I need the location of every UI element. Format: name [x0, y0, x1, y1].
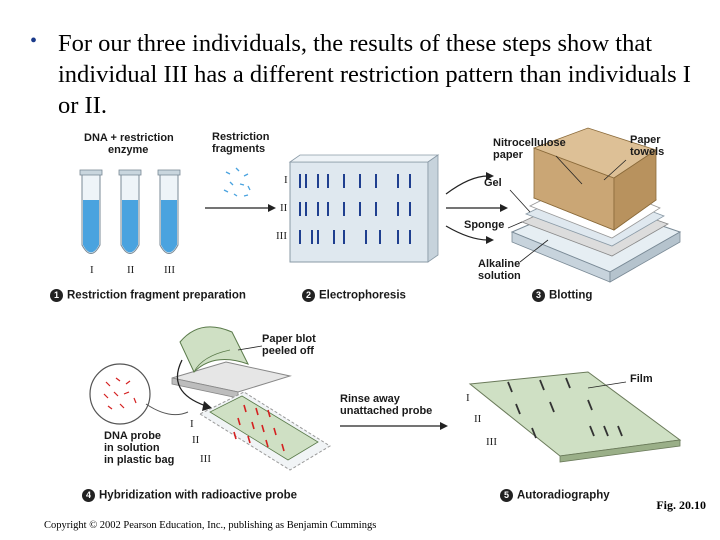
label-alkaline-solution: Alkaline solution: [478, 258, 521, 282]
label-towels-line2: towels: [630, 146, 665, 158]
arrow-4-to-5: [340, 422, 448, 430]
peeled-leader: [237, 345, 263, 351]
dna-probe-circle: [89, 363, 189, 425]
arrow-peel-to-bag: [176, 359, 212, 411]
tube-i: [79, 169, 103, 254]
label-sponge: Sponge: [464, 219, 505, 231]
label-rinse-line1: Rinse away: [340, 393, 400, 405]
step-4-number: 4: [82, 489, 95, 502]
label-rinse-away: Rinse away unattached probe: [340, 393, 432, 417]
blotting-leader-lines: [507, 155, 627, 263]
bullet-symbol: •: [30, 30, 38, 52]
arrow-1-to-2: [205, 204, 276, 212]
electrophoresis-gel: [288, 154, 440, 263]
step-5-number: 5: [500, 489, 513, 502]
tube-label-i: I: [90, 264, 94, 276]
bag-label-iii: III: [200, 453, 211, 465]
step-2-caption: 2 Electrophoresis: [302, 289, 406, 302]
restriction-fragments-icon: [223, 167, 251, 197]
label-restriction-fragments: Restriction fragments: [212, 131, 269, 155]
copyright-notice: Copyright © 2002 Pearson Education, Inc.…: [44, 520, 377, 531]
label-towels-line1: Paper: [630, 134, 661, 146]
label-film: Film: [630, 373, 653, 385]
film-label-ii: II: [474, 413, 482, 425]
label-nitro-line1: Nitrocellulose: [493, 137, 566, 149]
figure-reference: Fig. 20.10: [656, 498, 706, 512]
film: [468, 371, 682, 463]
label-peeled-line2: peeled off: [262, 345, 314, 357]
step-3-caption: 3 Blotting: [532, 289, 592, 302]
label-probe-line3: in plastic bag: [104, 454, 175, 466]
label-alkaline-line1: Alkaline: [478, 258, 521, 270]
label-paper-blot: Paper blot peeled off: [262, 333, 316, 357]
bag-label-ii: II: [192, 434, 200, 446]
label-gel: Gel: [484, 177, 502, 189]
gel-lane-label-ii: II: [280, 202, 288, 214]
film-bands: [507, 377, 623, 439]
step-1-label: Restriction fragment preparation: [67, 289, 246, 302]
gel-bands: [299, 174, 411, 244]
gel-lane-label-i: I: [284, 174, 288, 186]
label-alkaline-line2: solution: [478, 270, 521, 282]
probe-bands: [233, 404, 285, 452]
gel-lane-label-iii: III: [276, 230, 287, 242]
step-1-number: 1: [50, 289, 63, 302]
bullet-text: For our three individuals, the results o…: [58, 30, 691, 119]
arrows-2-to-3: [445, 172, 508, 244]
plastic-bag: [198, 391, 331, 471]
step-5-caption: 5 Autoradiography: [500, 489, 610, 502]
label-probe-line1: DNA probe: [104, 430, 162, 442]
label-peeled-line1: Paper blot: [262, 333, 316, 345]
film-leader: [587, 381, 627, 389]
step-2-label: Electrophoresis: [319, 289, 406, 302]
label-nitrocellulose: Nitrocellulose paper: [493, 137, 566, 161]
label-rinse-line2: unattached probe: [340, 405, 433, 417]
label-fragments-line2: fragments: [212, 143, 266, 155]
label-nitro-line2: paper: [493, 149, 523, 161]
film-label-i: I: [466, 392, 470, 404]
step-4-label: Hybridization with radioactive probe: [99, 489, 298, 502]
step-1-caption: 1 Restriction fragment preparation: [50, 289, 246, 302]
step-3-number: 3: [532, 289, 545, 302]
step-5-label: Autoradiography: [517, 489, 610, 502]
label-paper-towels: Paper towels: [630, 134, 664, 158]
label-dna-enzyme-line1: DNA + restriction: [84, 132, 174, 144]
label-dna-enzyme-line2: enzyme: [108, 144, 149, 156]
bag-label-i: I: [190, 418, 194, 430]
tube-label-iii: III: [164, 264, 175, 276]
film-label-iii: III: [486, 436, 497, 448]
step-4-caption: 4 Hybridization with radioactive probe: [82, 489, 297, 502]
label-fragments-line1: Restriction: [212, 131, 270, 143]
label-dna-enzyme: DNA + restriction enzyme: [84, 132, 174, 156]
tube-label-ii: II: [127, 264, 135, 276]
label-dna-probe: DNA probe in solution in plastic bag: [104, 430, 174, 466]
tube-iii: [157, 169, 181, 254]
step-3-label: Blotting: [549, 289, 593, 302]
label-probe-line2: in solution: [104, 442, 160, 454]
blotting-stack: [510, 127, 682, 283]
peeled-blot: [171, 326, 292, 399]
tube-ii: [118, 169, 142, 254]
step-2-number: 2: [302, 289, 315, 302]
